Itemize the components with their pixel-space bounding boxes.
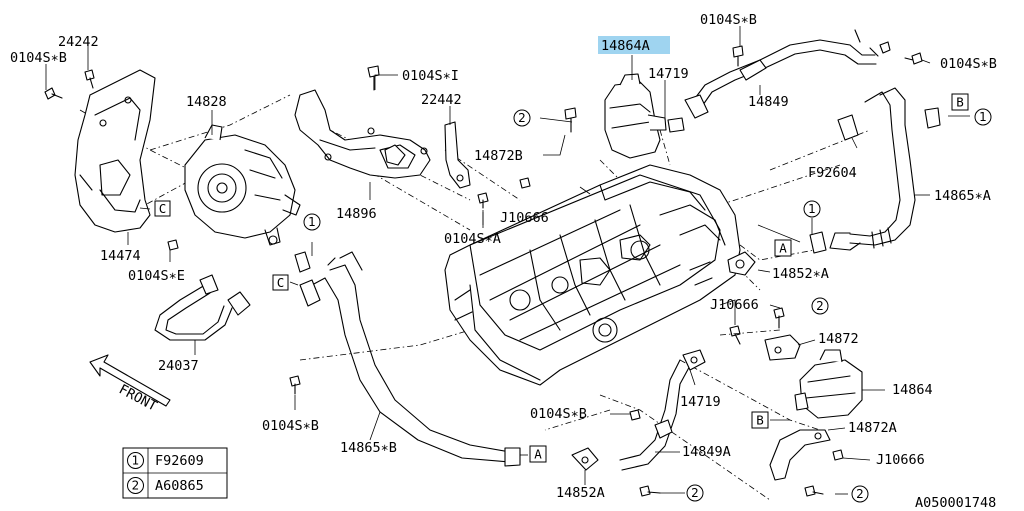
label-14849a[interactable]: 14849A: [682, 444, 731, 460]
svg-text:C: C: [277, 275, 285, 290]
ref-box-a-right[interactable]: A: [774, 239, 792, 257]
svg-text:1: 1: [132, 454, 140, 468]
legend-part-1[interactable]: F92609: [155, 453, 204, 469]
label-14719-top[interactable]: 14719: [648, 66, 689, 82]
bracket-14872: [764, 334, 801, 361]
gasket-14852A-bottom: [571, 447, 599, 471]
label-14852a-bottom[interactable]: 14852A: [556, 485, 605, 501]
label-14864a[interactable]: 14864A: [601, 38, 650, 54]
callout-2-b: 2: [811, 297, 829, 315]
label-0104sb-top-left[interactable]: 0104S∗B: [10, 50, 67, 66]
pipe-14849: [684, 29, 879, 119]
air-pump-14828: [184, 124, 301, 246]
bracket-22442: [444, 121, 471, 189]
hose-24037: [154, 274, 251, 341]
label-14896[interactable]: 14896: [336, 206, 377, 222]
label-14849[interactable]: 14849: [748, 94, 789, 110]
label-0104sb-top-right-1[interactable]: 0104S∗B: [700, 12, 757, 28]
callouts: 2 1 1 1 2 2 2: [303, 108, 992, 503]
svg-text:A: A: [779, 241, 787, 256]
svg-text:B: B: [756, 413, 764, 428]
svg-text:1: 1: [808, 202, 816, 216]
svg-text:2: 2: [856, 487, 864, 501]
label-j10666-a[interactable]: J10666: [500, 210, 549, 226]
svg-text:2: 2: [816, 299, 824, 313]
label-14872b[interactable]: 14872B: [474, 148, 523, 164]
legend-part-2[interactable]: A60865: [155, 478, 204, 494]
valve-14864A: [604, 73, 667, 159]
svg-text:2: 2: [691, 486, 699, 500]
callout-1-b: 1: [974, 108, 992, 126]
ref-box-b-bottom[interactable]: B: [751, 411, 769, 429]
pipe-14849A: [619, 359, 693, 471]
engine-block: [444, 164, 741, 386]
valve-14864: [794, 349, 863, 419]
legend-row-1: 1 F92609: [127, 452, 204, 469]
part-labels: 24242 0104S∗B 14828 0104S∗I 22442 14864A…: [10, 12, 997, 511]
label-14872a[interactable]: 14872A: [848, 420, 897, 436]
label-22442[interactable]: 22442: [421, 92, 462, 108]
label-0104si[interactable]: 0104S∗I: [402, 68, 459, 84]
label-0104sb-bottom-left[interactable]: 0104S∗B: [262, 418, 319, 434]
label-f92604[interactable]: F92604: [808, 165, 857, 181]
ref-box-c-left[interactable]: C: [154, 200, 171, 217]
svg-text:A: A: [534, 447, 542, 462]
label-0104sb-top-right-2[interactable]: 0104S∗B: [940, 56, 997, 72]
heat-shield-14474: [74, 69, 156, 233]
svg-text:2: 2: [518, 111, 526, 125]
legend-table: 1 F92609 2 A60865: [122, 447, 228, 499]
ref-box-c-mid[interactable]: C: [272, 274, 289, 291]
label-24242[interactable]: 24242: [58, 34, 99, 50]
bracket-14872A: [769, 429, 831, 481]
ref-box-a-bottom[interactable]: A: [529, 445, 547, 463]
front-label: FRONT: [116, 381, 159, 414]
ref-box-b-top[interactable]: B: [951, 93, 969, 111]
svg-text:B: B: [956, 95, 964, 110]
label-14719-bottom[interactable]: 14719: [680, 394, 721, 410]
document-id: A050001748: [915, 495, 996, 511]
callout-2-a: 2: [513, 109, 531, 127]
leader-lines: [45, 26, 970, 495]
svg-text:2: 2: [132, 479, 140, 493]
callout-1-c: 1: [803, 200, 821, 218]
callout-2-c: 2: [851, 485, 869, 503]
svg-text:C: C: [159, 201, 167, 216]
legend-row-2: 2 A60865: [127, 477, 204, 494]
boxed-refs: C C B A B A: [154, 93, 969, 463]
svg-text:1: 1: [979, 110, 987, 124]
label-14474[interactable]: 14474: [100, 248, 141, 264]
hose-14865A: [829, 87, 916, 251]
hose-14865B: [299, 251, 521, 467]
callout-1-a: 1: [303, 213, 321, 231]
label-14872[interactable]: 14872: [818, 331, 859, 347]
bracket-14896: [294, 89, 431, 179]
gasket-14719-bottom: [682, 349, 706, 371]
label-0104se[interactable]: 0104S∗E: [128, 268, 185, 284]
svg-text:1: 1: [308, 215, 316, 229]
label-14852a-right[interactable]: 14852∗A: [772, 266, 829, 282]
label-j10666-b[interactable]: J10666: [710, 297, 759, 313]
label-14828[interactable]: 14828: [186, 94, 227, 110]
label-14864[interactable]: 14864: [892, 382, 933, 398]
label-14865b[interactable]: 14865∗B: [340, 440, 397, 456]
callout-2-d: 2: [686, 484, 704, 502]
highlight-14864A: [598, 36, 670, 54]
label-0104sb-middle[interactable]: 0104S∗B: [530, 406, 587, 422]
label-14865a[interactable]: 14865∗A: [934, 188, 991, 204]
label-24037[interactable]: 24037: [158, 358, 199, 374]
gasket-14852A: [727, 251, 756, 276]
label-j10666-c[interactable]: J10666: [876, 452, 925, 468]
label-0104sa[interactable]: 0104S∗A: [444, 231, 501, 247]
